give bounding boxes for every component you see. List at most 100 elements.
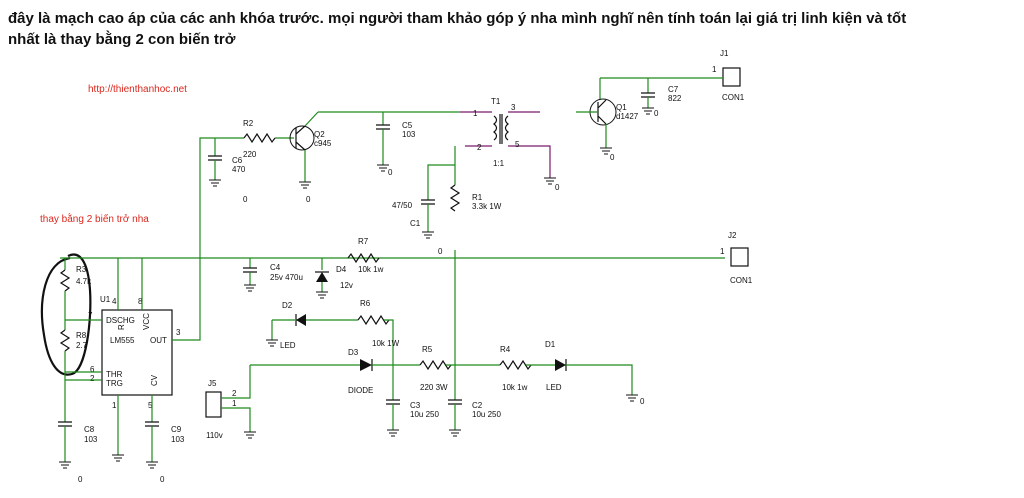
svg-text:LED: LED <box>546 383 562 392</box>
capacitor-c8: C8 103 0 <box>58 421 98 484</box>
svg-text:U1: U1 <box>100 295 111 304</box>
svg-text:C4: C4 <box>270 263 281 272</box>
svg-text:7: 7 <box>88 311 93 320</box>
svg-text:LM555: LM555 <box>110 336 135 345</box>
capacitor-c2: C2 10u 250 <box>448 365 501 430</box>
svg-text:D1: D1 <box>545 340 556 349</box>
svg-text:0: 0 <box>160 475 165 484</box>
svg-text:1: 1 <box>473 109 478 118</box>
svg-text:C1: C1 <box>410 219 421 228</box>
svg-text:8: 8 <box>138 297 143 306</box>
svg-text:R: R <box>117 324 126 330</box>
svg-text:R5: R5 <box>422 345 433 354</box>
website-annotation: http://thienthanhoc.net <box>88 84 187 95</box>
svg-text:C3: C3 <box>410 401 421 410</box>
svg-text:4: 4 <box>112 297 117 306</box>
svg-text:0: 0 <box>555 183 560 192</box>
svg-text:Q1: Q1 <box>616 103 627 112</box>
svg-text:T1: T1 <box>491 97 501 106</box>
svg-text:220 3W: 220 3W <box>420 383 448 392</box>
zener-d4: D4 12v <box>315 258 353 292</box>
svg-text:CV: CV <box>150 374 159 386</box>
hand-drawn-circle <box>40 253 92 376</box>
svg-text:R7: R7 <box>358 237 369 246</box>
ground-symbols <box>59 107 654 469</box>
svg-text:103: 103 <box>84 435 98 444</box>
svg-text:822: 822 <box>668 94 682 103</box>
svg-text:LED: LED <box>280 341 296 350</box>
capacitor-c5: C5 103 0 <box>318 111 460 177</box>
svg-text:0: 0 <box>306 195 311 204</box>
svg-text:d1427: d1427 <box>616 112 639 121</box>
svg-text:10u 250: 10u 250 <box>410 410 439 419</box>
svg-text:1: 1 <box>712 65 717 74</box>
svg-text:J2: J2 <box>728 231 737 240</box>
svg-text:2: 2 <box>477 143 482 152</box>
svg-text:R8: R8 <box>76 331 87 340</box>
svg-text:5: 5 <box>148 401 153 410</box>
connector-j2: J2 1 CON1 <box>720 231 753 285</box>
svg-text:110v: 110v <box>206 431 223 440</box>
post-text: đây là mạch cao áp của các anh khóa trướ… <box>8 8 1008 50</box>
svg-text:0: 0 <box>610 153 615 162</box>
svg-text:C9: C9 <box>171 425 182 434</box>
svg-text:10u 250: 10u 250 <box>472 410 501 419</box>
svg-text:1: 1 <box>232 399 237 408</box>
capacitor-c9: C9 103 0 <box>145 421 185 484</box>
resistor-r4: R4 10k 1w <box>499 345 555 392</box>
capacitor-c1: 47/50 C1 <box>392 164 455 232</box>
svg-text:J5: J5 <box>208 379 217 388</box>
svg-text:220: 220 <box>243 150 257 159</box>
resistor-r5: R5 220 3W <box>419 345 500 392</box>
svg-text:DIODE: DIODE <box>348 386 373 395</box>
svg-text:3: 3 <box>176 328 181 337</box>
capacitor-c4: C4 25v 470u <box>243 258 303 285</box>
svg-text:TRG: TRG <box>106 379 123 388</box>
svg-text:R2: R2 <box>243 119 254 128</box>
svg-text:2: 2 <box>232 389 237 398</box>
resistor-r6: R6 10k 1W <box>357 299 400 365</box>
svg-text:6: 6 <box>90 365 95 374</box>
resistor-r7: R7 10k 1w 0 <box>347 237 443 274</box>
capacitor-c6: C6 470 0 <box>208 138 248 204</box>
svg-text:CON1: CON1 <box>730 276 753 285</box>
svg-text:D2: D2 <box>282 301 293 310</box>
svg-text:1:1: 1:1 <box>493 159 505 168</box>
svg-text:4.7k: 4.7k <box>76 277 92 286</box>
resistor-r8: R8 2.7 <box>59 329 88 422</box>
potentiometer-note: thay bằng 2 biến trở nha <box>40 212 149 225</box>
svg-text:C2: C2 <box>472 401 483 410</box>
led-d2: D2 LED <box>271 301 358 350</box>
svg-text:0: 0 <box>654 109 659 118</box>
svg-text:CON1: CON1 <box>722 93 745 102</box>
transformer-t1: T1 1 2 3 5 1:1 0 <box>460 97 560 192</box>
svg-text:D3: D3 <box>348 348 359 357</box>
svg-text:2: 2 <box>90 374 95 383</box>
capacitor-c3: C3 10u 250 <box>386 365 439 430</box>
ic-u1-lm555: U1 DSCHG LM555 OUT THR TRG VCC R CV 4 8 … <box>65 258 201 455</box>
post-text-line-1: đây là mạch cao áp của các anh khóa trướ… <box>8 10 907 27</box>
svg-text:R6: R6 <box>360 299 371 308</box>
svg-text:1: 1 <box>720 247 725 256</box>
drive-wire <box>199 137 244 258</box>
svg-text:C6: C6 <box>232 156 243 165</box>
svg-text:VCC: VCC <box>142 313 151 330</box>
svg-text:C7: C7 <box>668 85 679 94</box>
svg-text:0: 0 <box>78 475 83 484</box>
svg-text:470: 470 <box>232 165 246 174</box>
svg-text:R3: R3 <box>76 265 87 274</box>
svg-text:12v: 12v <box>340 281 353 290</box>
svg-text:R1: R1 <box>472 193 483 202</box>
capacitor-c7: C7 822 0 <box>641 78 682 118</box>
transistor-q2: Q2 c945 0 <box>289 111 332 204</box>
svg-text:3.3k 1W: 3.3k 1W <box>472 202 502 211</box>
connector-j1: J1 1 CON1 <box>712 49 745 102</box>
svg-text:Q2: Q2 <box>314 130 325 139</box>
svg-text:DSCHG: DSCHG <box>106 316 135 325</box>
svg-text:c945: c945 <box>314 139 332 148</box>
svg-text:10k 1w: 10k 1w <box>358 265 384 274</box>
svg-text:C8: C8 <box>84 425 95 434</box>
transistor-q1: Q1 d1427 0 <box>576 98 639 162</box>
svg-text:10k 1W: 10k 1W <box>372 339 400 348</box>
